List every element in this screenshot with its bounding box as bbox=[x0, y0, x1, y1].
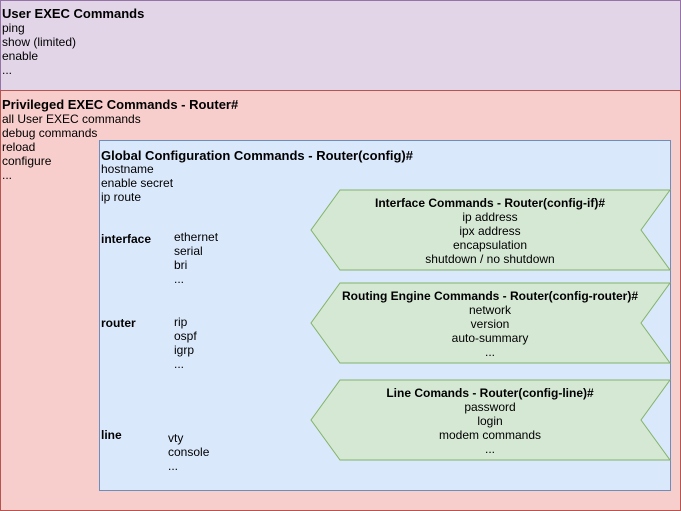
interface-mode-text: Interface Commands - Router(config-if)# … bbox=[310, 196, 670, 266]
privileged-exec-item: debug commands bbox=[2, 126, 98, 140]
group-item: ... bbox=[174, 272, 185, 286]
user-exec-item: show (limited) bbox=[2, 35, 77, 49]
global-config-item: enable secret bbox=[101, 176, 174, 190]
group-item: igrp bbox=[174, 343, 195, 357]
interface-mode-item: encapsulation bbox=[452, 238, 528, 252]
group-item: ospf bbox=[174, 329, 197, 343]
privileged-exec-item: all User EXEC commands bbox=[2, 112, 141, 126]
interface-mode-item: ipx address bbox=[459, 224, 521, 238]
group-item: serial bbox=[174, 244, 203, 258]
router-mode-item: ... bbox=[484, 345, 495, 359]
global-config-item: ip route bbox=[101, 190, 142, 204]
router-mode-shape bbox=[310, 282, 671, 364]
group-item: ... bbox=[174, 357, 185, 371]
router-mode-text: Routing Engine Commands - Router(config-… bbox=[310, 289, 670, 359]
global-config-title: Global Configuration Commands - Router(c… bbox=[101, 148, 413, 163]
line-mode-shape bbox=[310, 379, 671, 461]
line-mode-text: Line Comands - Router(config-line)# pass… bbox=[310, 386, 670, 456]
router-mode-item: network bbox=[468, 303, 512, 317]
line-mode-item: login bbox=[477, 414, 503, 428]
global-config-item: hostname bbox=[101, 162, 154, 176]
router-mode-item: auto-summary bbox=[451, 331, 529, 345]
group-item: ... bbox=[168, 459, 179, 473]
group-item: rip bbox=[174, 315, 188, 329]
interface-mode-item: ip address bbox=[462, 210, 518, 224]
group-item: console bbox=[168, 445, 210, 459]
line-mode-item: ... bbox=[484, 442, 495, 456]
privileged-exec-item: ... bbox=[2, 168, 13, 182]
user-exec-item: ... bbox=[2, 63, 13, 77]
line-mode-item: modem commands bbox=[438, 428, 542, 442]
user-exec-box bbox=[0, 0, 681, 91]
user-exec-item: enable bbox=[2, 49, 39, 63]
group-item: vty bbox=[168, 431, 184, 445]
group-label-interface: interface bbox=[101, 232, 152, 246]
line-mode-item: password bbox=[464, 400, 516, 414]
privileged-exec-item: reload bbox=[2, 140, 36, 154]
line-mode-title: Line Comands - Router(config-line)# bbox=[386, 386, 594, 400]
group-item: bri bbox=[174, 258, 188, 272]
interface-mode-title: Interface Commands - Router(config-if)# bbox=[374, 196, 605, 210]
interface-mode-shape bbox=[310, 189, 671, 271]
group-item: ethernet bbox=[174, 230, 219, 244]
router-mode-item: version bbox=[470, 317, 510, 331]
user-exec-title: User EXEC Commands bbox=[2, 6, 145, 21]
privileged-exec-item: configure bbox=[2, 154, 52, 168]
group-label-router: router bbox=[101, 316, 136, 330]
user-exec-item: ping bbox=[2, 21, 25, 35]
group-label-line: line bbox=[101, 428, 122, 442]
privileged-exec-title: Privileged EXEC Commands - Router# bbox=[2, 97, 239, 112]
router-mode-title: Routing Engine Commands - Router(config-… bbox=[342, 289, 638, 303]
interface-mode-item: shutdown / no shutdown bbox=[425, 252, 555, 266]
